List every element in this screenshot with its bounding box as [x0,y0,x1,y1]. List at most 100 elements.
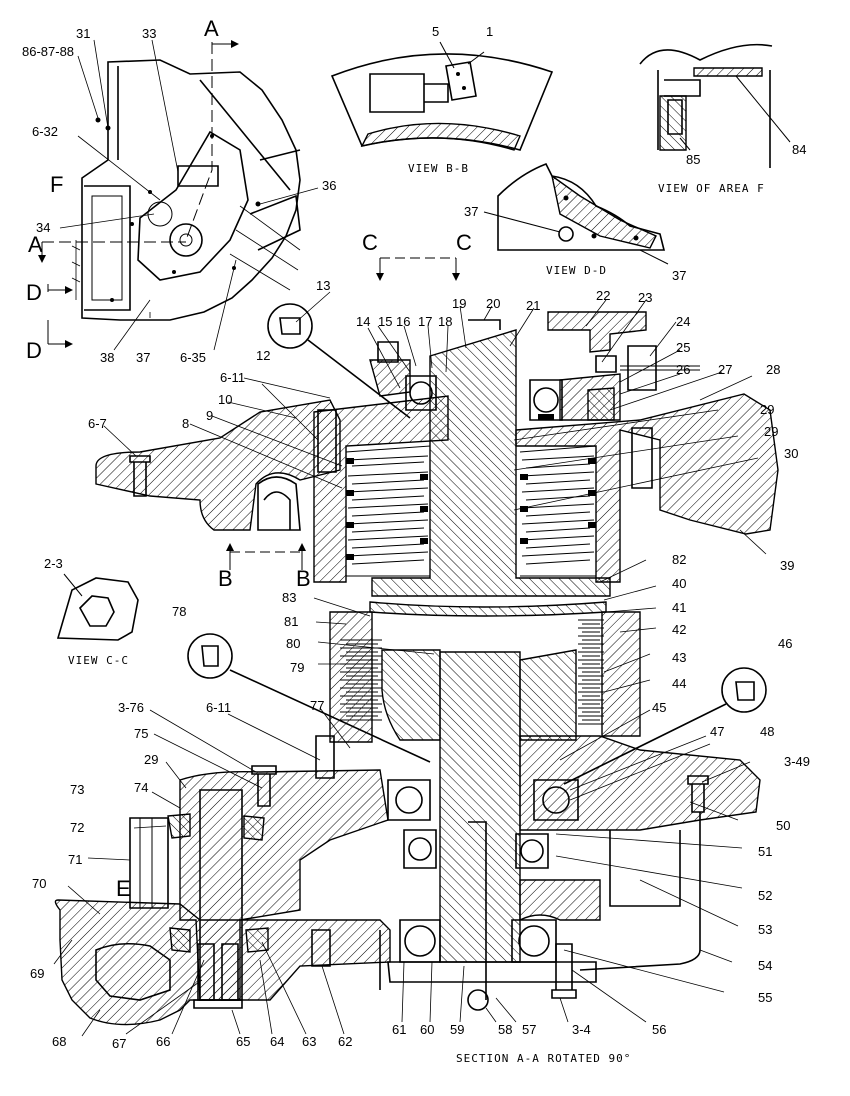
callout-63: 63 [302,1034,316,1049]
callout-42: 42 [672,622,686,637]
callout-22: 22 [596,288,610,303]
letter-f: F [50,172,63,197]
letter-b-right: B [296,566,311,591]
callout-66: 66 [156,1034,170,1049]
callout-39: 39 [780,558,794,573]
callout-24: 24 [676,314,690,329]
callout-82: 82 [672,552,686,567]
letter-c-right: C [456,230,472,255]
callout-43: 43 [672,650,686,665]
callout-31: 31 [76,26,90,41]
caption-section-a-a: SECTION A-A ROTATED 90° [456,1052,631,1065]
view-area-f [639,43,791,168]
callout-62: 62 [338,1034,352,1049]
caption-view-d-d: VIEW D-D [546,264,607,277]
letter-d-top: D [26,280,42,305]
callout-9: 9 [206,408,213,423]
letter-b-left: B [218,566,233,591]
callout-65: 65 [236,1034,250,1049]
callout-41: 41 [672,600,686,615]
callout-54: 54 [758,958,772,973]
clutch-pack-right [578,619,604,725]
callout-60: 60 [420,1022,434,1037]
callout-74: 74 [134,780,148,795]
callout-78: 78 [172,604,186,619]
callout-33: 33 [142,26,156,41]
exterior-view [38,40,301,348]
callout-75: 75 [134,726,148,741]
callout-77: 77 [310,698,324,713]
callout-6-7: 6-7 [88,416,107,431]
callout-3-49: 3-49 [784,754,810,769]
labels: VIEW B-B VIEW OF AREA F VIEW D-D VIEW C-… [22,16,810,1065]
callout-81: 81 [284,614,298,629]
leader-lines [53,39,767,1037]
callout-16: 16 [396,314,410,329]
letter-e: E [116,876,131,901]
letter-c-left: C [362,230,378,255]
letter-a-left: A [28,232,43,257]
callout-27: 27 [718,362,732,377]
letter-d-bottom: D [26,338,42,363]
callout-6-11-b: 6-11 [206,700,231,715]
callout-21: 21 [526,298,540,313]
callout-1: 1 [486,24,493,39]
callout-6-32: 6-32 [32,124,58,139]
callout-73: 73 [70,782,84,797]
callout-17: 17 [418,314,432,329]
callout-37-c: 37 [672,268,686,283]
callout-71: 71 [68,852,82,867]
callout-6-11-a: 6-11 [220,370,245,385]
callout-3-4: 3-4 [572,1022,591,1037]
callout-50: 50 [776,818,790,833]
callout-15: 15 [378,314,392,329]
callout-61: 61 [392,1022,406,1037]
callout-55: 55 [758,990,772,1005]
view-d-d [483,162,669,265]
callout-36: 36 [322,178,336,193]
callout-18: 18 [438,314,452,329]
callout-57: 57 [522,1022,536,1037]
callout-70: 70 [32,876,46,891]
callout-52: 52 [758,888,772,903]
callout-25: 25 [676,340,690,355]
callout-79: 79 [290,660,304,675]
callout-44: 44 [672,676,686,691]
spring-pack-right [519,445,597,577]
callout-80: 80 [286,636,300,651]
callout-64: 64 [270,1034,284,1049]
section-a-a [54,257,779,1026]
callout-12: 12 [256,348,270,363]
callout-6-35: 6-35 [180,350,206,365]
callout-56: 56 [652,1022,666,1037]
callout-2-3: 2-3 [44,556,63,571]
callout-86-87-88: 86-87-88 [22,44,74,59]
callout-29-b: 29 [764,424,778,439]
caption-view-area-f: VIEW OF AREA F [658,182,765,195]
callout-53: 53 [758,922,772,937]
callout-13: 13 [316,278,330,293]
callout-3-76: 3-76 [118,700,144,715]
callout-23: 23 [638,290,652,305]
callout-26: 26 [676,362,690,377]
view-b-b [330,41,554,151]
callout-38: 38 [100,350,114,365]
callout-67: 67 [112,1036,126,1051]
clutch-pack-left [340,639,382,721]
callout-10: 10 [218,392,232,407]
callout-28: 28 [766,362,780,377]
callout-37-a: 37 [136,350,150,365]
callout-40: 40 [672,576,686,591]
callout-30: 30 [784,446,798,461]
caption-view-c-c: VIEW C-C [68,654,129,667]
callout-68: 68 [52,1034,66,1049]
callout-46: 46 [778,636,792,651]
callout-5: 5 [432,24,439,39]
callout-85: 85 [686,152,700,167]
callout-72: 72 [70,820,84,835]
callout-29-a: 29 [760,402,774,417]
callout-45: 45 [652,700,666,715]
callout-69: 69 [30,966,44,981]
